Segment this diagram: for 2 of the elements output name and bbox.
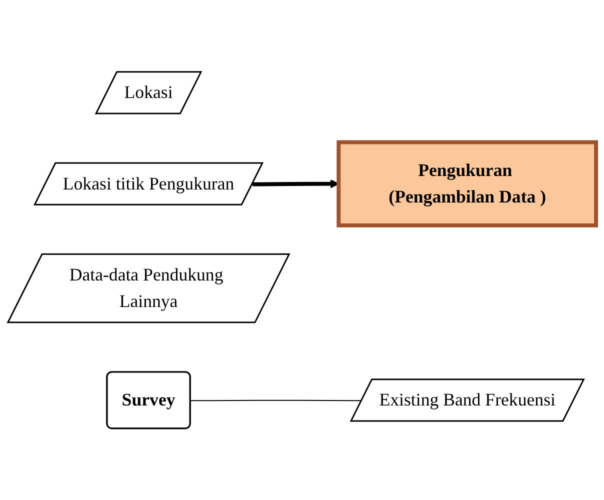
node-box: Pengukuran (Pengambilan Data ) bbox=[336, 140, 598, 228]
connector bbox=[190, 400, 362, 401]
